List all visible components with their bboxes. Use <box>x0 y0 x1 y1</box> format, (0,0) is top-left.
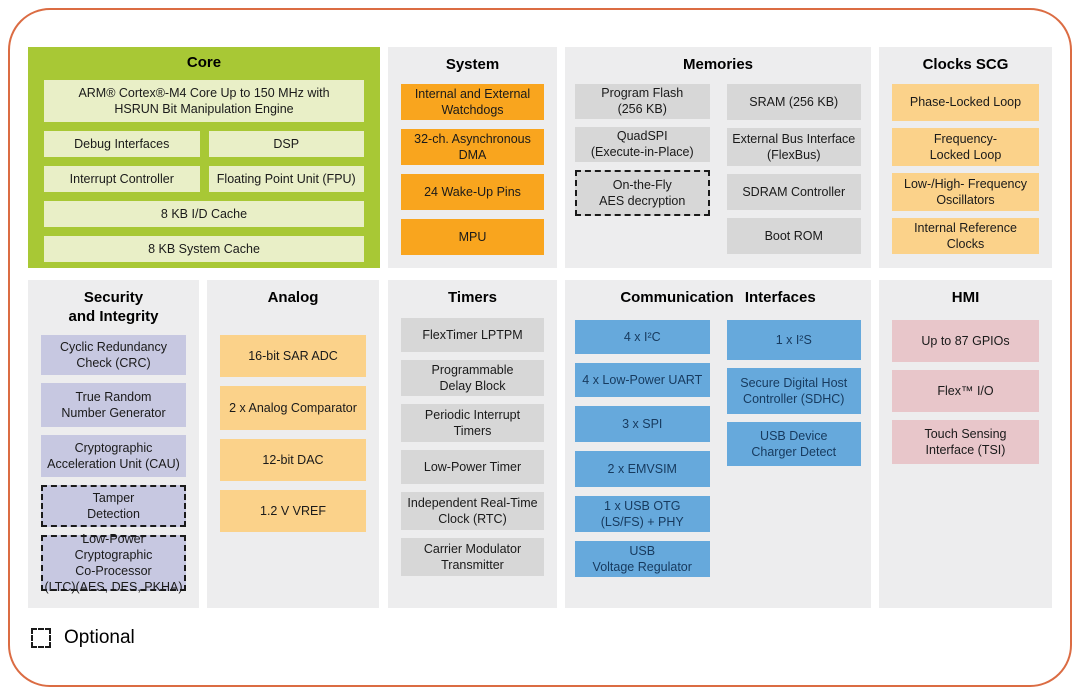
block-wakeup-pins: 24 Wake-Up Pins <box>401 173 544 210</box>
block-i2s: 1 x I²S <box>726 319 861 360</box>
section-title-system: System <box>445 56 500 73</box>
core-row-1: Debug Interfaces DSP <box>44 130 364 157</box>
block-spi: 3 x SPI <box>575 405 710 442</box>
block-i2c: 4 x I²C <box>575 319 710 354</box>
section-title-core: Core <box>186 54 222 71</box>
analog-blocks: 16-bit SAR ADC 2 x Analog Comparator 12-… <box>207 308 379 532</box>
section-communication-interfaces: Communication Interfaces 4 x I²C 4 x Low… <box>565 280 871 608</box>
timers-blocks: FlexTimer LPTPM Programmable Delay Block… <box>388 308 557 576</box>
block-fpu: Floating Point Unit (FPU) <box>208 165 364 192</box>
block-tsi: Touch Sensing Interface (TSI) <box>892 419 1039 464</box>
block-ltc-coprocessor: Low-Power Cryptographic Co-Processor (LT… <box>41 532 186 594</box>
section-security-integrity: Security and Integrity Cyclic Redundancy… <box>28 280 199 608</box>
block-crc: Cyclic Redundancy Check (CRC) <box>41 334 186 375</box>
section-title-memories: Memories <box>682 56 754 73</box>
section-hmi: HMI Up to 87 GPIOs Flex™ I/O Touch Sensi… <box>879 280 1052 608</box>
block-sdhc: Secure Digital Host Controller (SDHC) <box>726 367 861 414</box>
block-aes-decryption: On-the-Fly AES decryption <box>575 169 710 216</box>
comm-right-column: 1 x I²S Secure Digital Host Controller (… <box>726 319 861 577</box>
block-program-flash: Program Flash (256 KB) <box>575 83 710 119</box>
block-usb-device-charger-detect: USB Device Charger Detect <box>726 421 861 466</box>
block-watchdogs: Internal and External Watchdogs <box>401 83 544 120</box>
block-8kb-system-cache: 8 KB System Cache <box>44 235 364 262</box>
section-title-analog: Analog <box>267 289 319 306</box>
legend-label: Optional <box>64 627 135 648</box>
core-row-2: Interrupt Controller Floating Point Unit… <box>44 165 364 192</box>
block-internal-reference-clocks: Internal Reference Clocks <box>892 217 1039 254</box>
comm-left-column: 4 x I²C 4 x Low-Power UART 3 x SPI 2 x E… <box>575 319 710 577</box>
block-sar-adc: 16-bit SAR ADC <box>220 334 366 377</box>
block-dac: 12-bit DAC <box>220 438 366 481</box>
block-frequency-locked-loop: Frequency- Locked Loop <box>892 127 1039 166</box>
block-interrupt-controller: Interrupt Controller <box>44 165 200 192</box>
block-flextimer-lptpm: FlexTimer LPTPM <box>401 317 544 352</box>
section-timers: Timers FlexTimer LPTPM Programmable Dela… <box>388 280 557 608</box>
block-carrier-modulator-transmitter: Carrier Modulator Transmitter <box>401 537 544 576</box>
section-system: System Internal and External Watchdogs 3… <box>388 47 557 268</box>
block-boot-rom: Boot ROM <box>726 217 861 254</box>
block-sdram-controller: SDRAM Controller <box>726 173 861 210</box>
block-analog-comparator: 2 x Analog Comparator <box>220 385 366 430</box>
block-programmable-delay-block: Programmable Delay Block <box>401 359 544 396</box>
block-usb-otg: 1 x USB OTG (LS/FS) + PHY <box>575 495 710 532</box>
block-flexio: Flex™ I/O <box>892 369 1039 412</box>
section-analog: Analog 16-bit SAR ADC 2 x Analog Compara… <box>207 280 379 608</box>
block-sram: SRAM (256 KB) <box>726 83 861 120</box>
block-phase-locked-loop: Phase-Locked Loop <box>892 83 1039 121</box>
block-mpu: MPU <box>401 218 544 255</box>
clocks-blocks: Phase-Locked Loop Frequency- Locked Loop… <box>879 75 1052 254</box>
block-rtc: Independent Real-Time Clock (RTC) <box>401 491 544 530</box>
block-usb-voltage-regulator: USB Voltage Regulator <box>575 540 710 577</box>
block-low-power-uart: 4 x Low-Power UART <box>575 362 710 397</box>
outer-border <box>8 8 1072 687</box>
block-true-random-number-generator: True Random Number Generator <box>41 382 186 427</box>
security-blocks: Cyclic Redundancy Check (CRC) True Rando… <box>28 327 199 594</box>
block-flexbus: External Bus Interface (FlexBus) <box>726 127 861 166</box>
section-title-clocks-scg: Clocks SCG <box>922 56 1009 73</box>
block-vref: 1.2 V VREF <box>220 489 366 532</box>
section-title-communication-interfaces: Communication Interfaces <box>620 289 816 306</box>
block-quadspi: QuadSPI (Execute-in-Place) <box>575 126 710 162</box>
block-low-power-timer: Low-Power Timer <box>401 449 544 484</box>
section-title-security-integrity: Security and Integrity <box>68 289 159 325</box>
optional-dashed-box-icon <box>31 628 51 648</box>
core-blocks: ARM® Cortex®-M4 Core Up to 150 MHz with … <box>28 73 380 262</box>
system-blocks: Internal and External Watchdogs 32-ch. A… <box>388 75 557 255</box>
memories-right-column: SRAM (256 KB) External Bus Interface (Fl… <box>726 83 861 254</box>
section-memories: Memories Program Flash (256 KB) QuadSPI … <box>565 47 871 268</box>
hmi-blocks: Up to 87 GPIOs Flex™ I/O Touch Sensing I… <box>879 308 1052 464</box>
memories-columns: Program Flash (256 KB) QuadSPI (Execute-… <box>565 75 871 254</box>
section-core: Core ARM® Cortex®-M4 Core Up to 150 MHz … <box>28 47 380 268</box>
block-debug-interfaces: Debug Interfaces <box>44 130 200 157</box>
block-cau: Cryptographic Acceleration Unit (CAU) <box>41 434 186 477</box>
block-tamper-detection: Tamper Detection <box>41 484 186 527</box>
block-8kb-id-cache: 8 KB I/D Cache <box>44 200 364 227</box>
section-clocks-scg: Clocks SCG Phase-Locked Loop Frequency- … <box>879 47 1052 268</box>
block-asynchronous-dma: 32-ch. Asynchronous DMA <box>401 128 544 165</box>
memories-left-column: Program Flash (256 KB) QuadSPI (Execute-… <box>575 83 710 254</box>
legend-optional: Optional <box>31 627 135 649</box>
block-arm-cortex-m4-core: ARM® Cortex®-M4 Core Up to 150 MHz with … <box>44 79 364 122</box>
section-title-timers: Timers <box>448 289 497 306</box>
comm-columns: 4 x I²C 4 x Low-Power UART 3 x SPI 2 x E… <box>565 308 871 577</box>
block-dsp: DSP <box>208 130 364 157</box>
block-emvsim: 2 x EMVSIM <box>575 450 710 487</box>
block-gpios: Up to 87 GPIOs <box>892 319 1039 362</box>
section-title-hmi: HMI <box>951 289 980 306</box>
block-oscillators: Low-/High- Frequency Oscillators <box>892 172 1039 211</box>
block-periodic-interrupt-timers: Periodic Interrupt Timers <box>401 403 544 442</box>
